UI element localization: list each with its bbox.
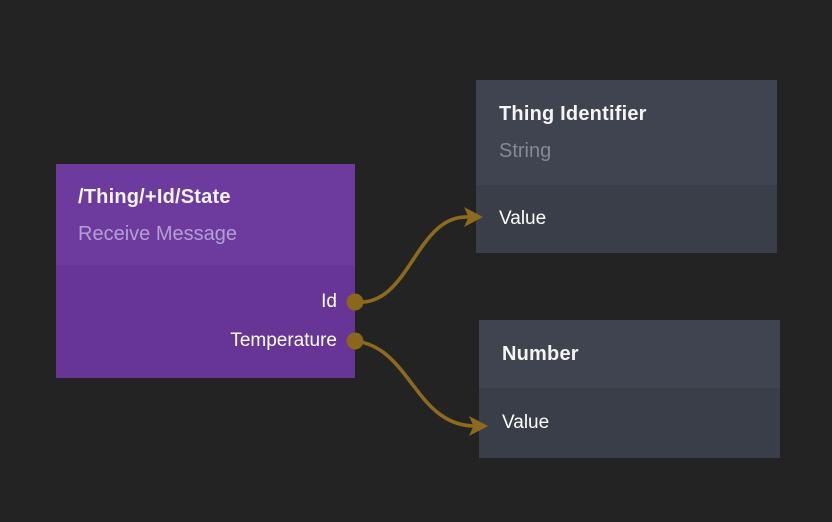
output-port-dot-temperature[interactable] xyxy=(346,332,364,350)
output-port-label: Temperature xyxy=(230,330,337,351)
output-port-label: Id xyxy=(321,291,337,312)
node-receive-message-header: /Thing/+Id/State Receive Message xyxy=(56,164,355,265)
node-subtitle: Receive Message xyxy=(78,223,237,245)
output-port-id[interactable]: Id xyxy=(321,289,337,315)
node-title: Number xyxy=(502,343,579,365)
input-port-value[interactable]: Value xyxy=(499,208,547,229)
node-receive-message[interactable]: /Thing/+Id/State Receive Message Id Temp… xyxy=(56,164,355,378)
node-receive-message-body: Id Temperature xyxy=(56,265,355,378)
node-title: /Thing/+Id/State xyxy=(78,186,231,208)
node-thing-identifier[interactable]: Thing Identifier String Value xyxy=(476,80,777,253)
wire-id-to-thing-identifier[interactable] xyxy=(353,215,470,304)
output-port-dot-id[interactable] xyxy=(346,293,364,311)
node-title: Thing Identifier xyxy=(499,103,647,125)
node-number-header: Number xyxy=(479,320,780,388)
node-subtitle: String xyxy=(499,140,552,162)
input-port-value[interactable]: Value xyxy=(502,412,550,433)
node-number-body: Value xyxy=(479,388,780,458)
node-thing-identifier-body: Value xyxy=(476,185,777,253)
output-port-temperature[interactable]: Temperature xyxy=(230,328,337,354)
node-thing-identifier-header: Thing Identifier String xyxy=(476,80,777,185)
wire-temperature-to-number[interactable] xyxy=(353,339,475,428)
node-number[interactable]: Number Value xyxy=(479,320,780,458)
